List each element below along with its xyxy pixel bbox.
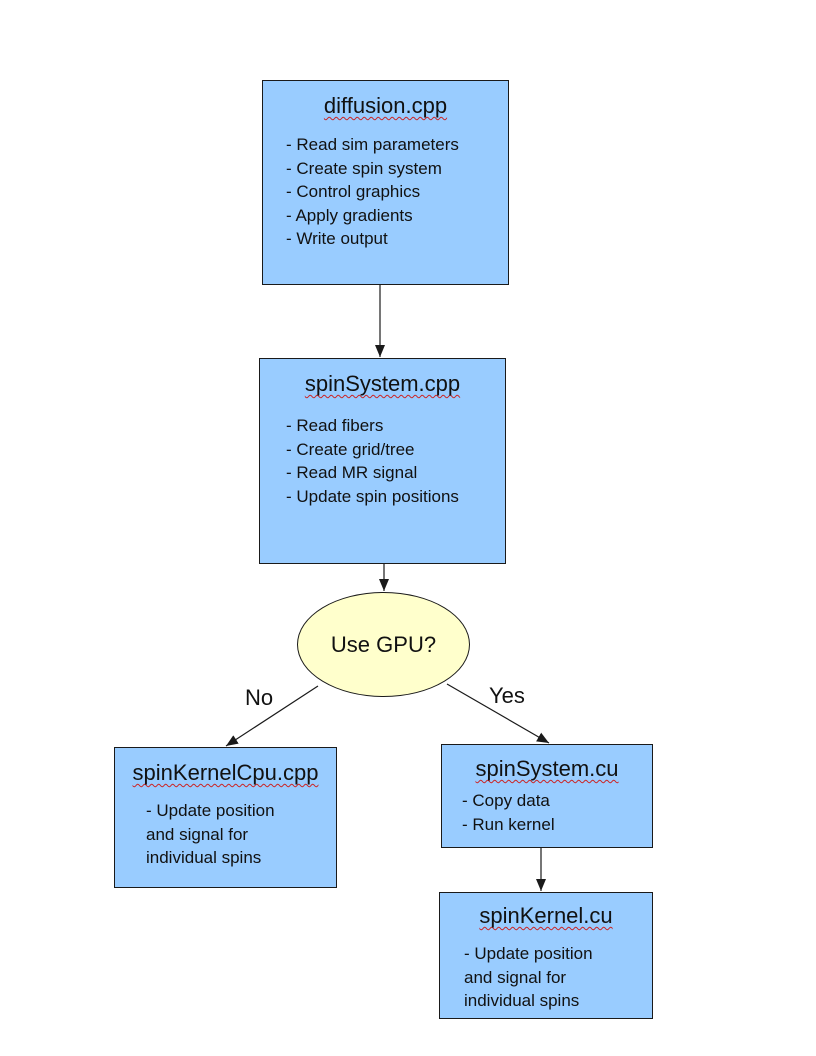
node-description: - Read sim parameters - Create spin syst… — [286, 133, 459, 251]
node-line: and signal for — [464, 967, 567, 987]
decision-use-gpu: Use GPU? — [297, 592, 470, 697]
arrow-no-branch — [225, 685, 319, 747]
node-line: - Update position — [146, 801, 275, 820]
node-title: spinSystem.cpp — [304, 371, 461, 396]
node-title: spinKernelCpu.cpp — [132, 760, 319, 785]
node-description: - Copy data - Run kernel — [462, 789, 555, 836]
node-spinkernel-cu: spinKernel.cu - Update position and sign… — [439, 892, 653, 1019]
node-line: - Read MR signal — [286, 463, 418, 482]
branch-label-yes: Yes — [489, 683, 525, 708]
node-line: - Copy data — [462, 791, 550, 810]
branch-label-no: No — [245, 685, 274, 710]
node-spinsystem-cu: spinSystem.cu - Copy data - Run kernel — [441, 744, 653, 848]
node-line: - Update spin positions — [286, 486, 459, 506]
node-title: spinKernel.cu — [479, 903, 613, 928]
node-description: - Read fibers - Create grid/tree - Read … — [286, 414, 459, 508]
node-line: and signal for — [146, 824, 249, 844]
node-line: - Control graphics — [286, 182, 421, 201]
node-line: - Write output — [286, 229, 388, 248]
node-spinkernelcpu-cpp: spinKernelCpu.cpp - Update position and … — [114, 747, 337, 888]
node-line: individual spins — [464, 991, 580, 1010]
node-diffusion-cpp: diffusion.cpp - Read sim parameters - Cr… — [262, 80, 509, 285]
arrow-yes-branch — [446, 683, 550, 744]
node-title: spinSystem.cu — [475, 756, 619, 781]
node-line: - Create spin system — [286, 158, 442, 178]
node-line: - Apply gradients — [286, 205, 413, 225]
node-spinsystem-cpp: spinSystem.cpp - Read fibers - Create gr… — [259, 358, 506, 564]
node-line: individual spins — [146, 848, 262, 867]
node-description: - Update position and signal for individ… — [146, 799, 275, 870]
node-title: diffusion.cpp — [323, 93, 448, 118]
node-line: - Run kernel — [462, 814, 555, 834]
node-line: - Update position — [464, 944, 593, 963]
node-line: - Read fibers — [286, 416, 384, 435]
node-line: - Read sim parameters — [286, 135, 459, 154]
decision-label: Use GPU? — [330, 631, 437, 657]
node-description: - Update position and signal for individ… — [464, 942, 593, 1013]
node-line: - Create grid/tree — [286, 439, 415, 459]
